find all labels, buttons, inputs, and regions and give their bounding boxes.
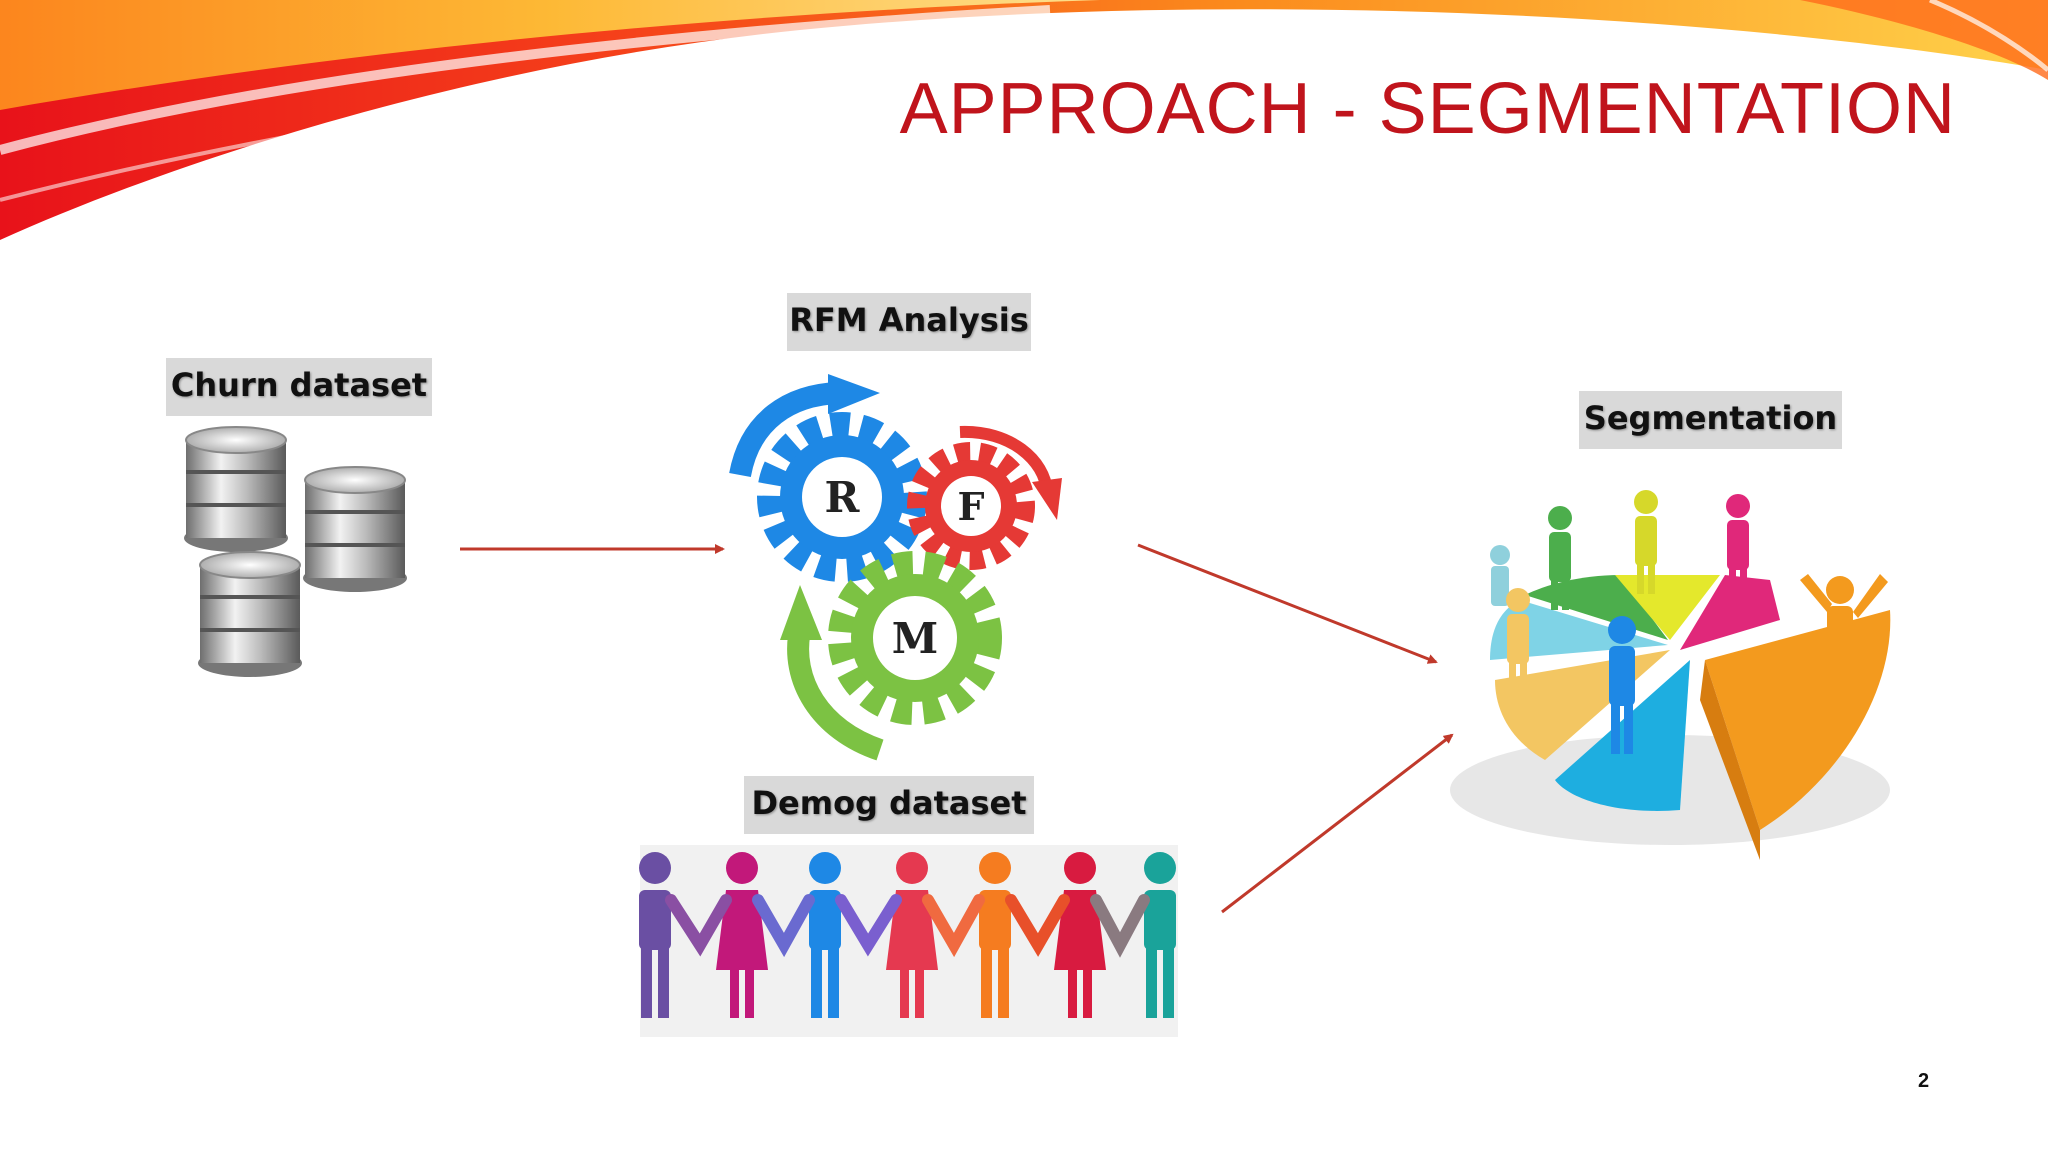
page-number: 2 [1918, 1070, 1930, 1092]
header-swoosh-decoration [0, 0, 2048, 240]
people-chain-icon [639, 845, 1178, 1037]
gear-r: R [757, 412, 927, 582]
arrow-rfm-to-segmentation [1137, 543, 1438, 664]
blue-cycle-arrow [729, 382, 839, 478]
rfm-analysis-label: RFM Analysis [787, 293, 1031, 351]
gear-r-letter: R [825, 473, 861, 522]
gear-f: F [907, 442, 1035, 570]
slide-title: APPROACH - SEGMENTATION [899, 69, 1956, 149]
pie-people-icon [1450, 490, 1891, 860]
segmentation-label: Segmentation [1579, 391, 1842, 449]
gear-m-letter: M [892, 614, 939, 663]
gear-f-letter: F [958, 484, 985, 529]
database-cylinders-icon [184, 426, 407, 677]
gears-icon: R F M [729, 374, 1062, 761]
green-cycle-arrow [787, 627, 884, 761]
churn-dataset-label: Churn dataset [166, 358, 432, 416]
demog-dataset-label: Demog dataset [744, 776, 1034, 834]
arrow-demog-to-segmentation [1221, 733, 1454, 914]
gear-m: M [828, 551, 1002, 725]
